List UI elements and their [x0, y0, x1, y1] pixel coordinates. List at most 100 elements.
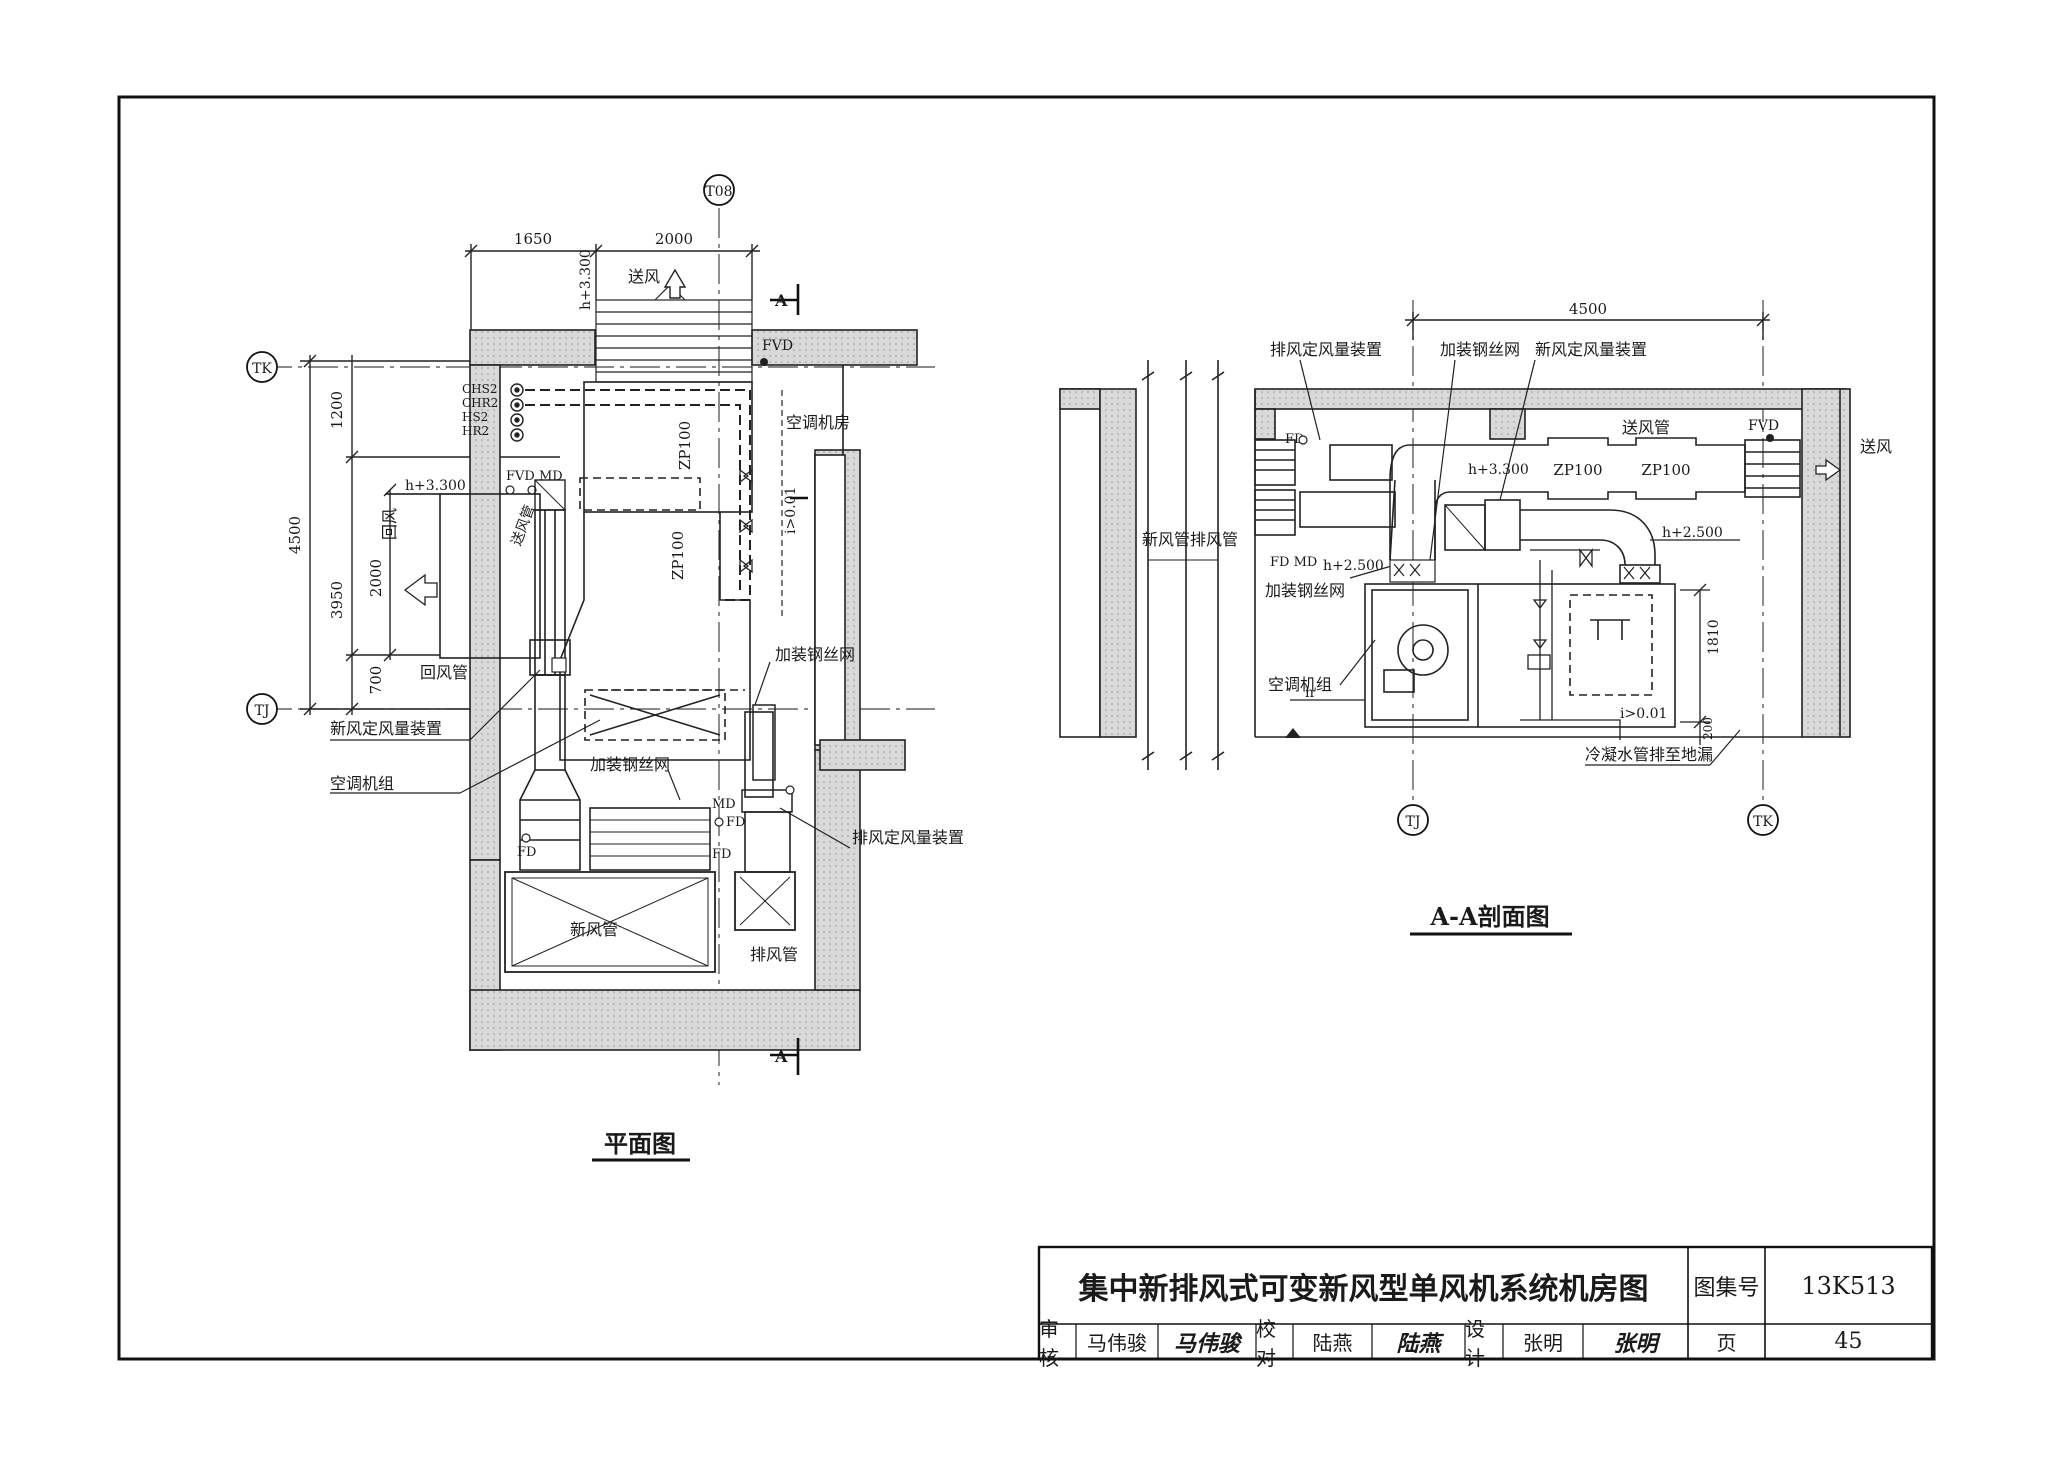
plan-fresh-duct-box: [504, 871, 716, 973]
section-view: TJ TK 4500 新风管排风管: [1059, 300, 1892, 936]
section-cut-a-bottom: [770, 1038, 800, 1075]
designer-signature: 张明: [1613, 1331, 1658, 1357]
plan-fresh-duct: 新风管: [570, 920, 618, 939]
section-fvd: FVD: [1748, 418, 1779, 434]
plan-return-air: 回风: [380, 508, 399, 540]
section-axis-tk: TK: [1747, 804, 1779, 836]
section-elev-250b: h+2.500: [1662, 525, 1723, 541]
label-hr2: HR2: [462, 424, 489, 438]
section-pipes: [1520, 548, 1621, 740]
section-mark-a-top: A: [774, 291, 788, 310]
plan-exhaust-duct: 排风管: [750, 945, 798, 964]
svg-text:TJ: TJ: [255, 703, 270, 719]
dim-2000-left: 2000: [367, 559, 385, 597]
section-dim-4500-text: 4500: [1569, 300, 1607, 318]
plan-zp100-b: ZP100: [669, 531, 687, 580]
section-title: A-A剖面图: [1429, 902, 1549, 931]
plan-ahu: 空调机组: [330, 774, 394, 793]
section-mark-a-bottom: A: [774, 1047, 788, 1066]
sheet-border: [117, 95, 1936, 1361]
section-duct-stubs: [1254, 439, 1521, 561]
dim-700: 700: [367, 666, 385, 695]
return-air-arrow: [403, 573, 438, 607]
section-steel-mesh-top: 加装钢丝网: [1440, 340, 1520, 359]
plan-fd-left: FD: [517, 845, 536, 860]
atlas-no: 13K513: [1801, 1271, 1896, 1300]
reviewer-name: 马伟骏: [1087, 1331, 1147, 1355]
section-right-branch: [1520, 509, 1740, 584]
plan-fresh-duct-riser: [519, 509, 581, 871]
plan-return-duct: 回风管: [420, 663, 468, 682]
pipe-risers: [510, 383, 524, 442]
section-cut-a-top: [770, 284, 800, 315]
section-zp100-b: ZP100: [1641, 461, 1690, 479]
dim-3950: 3950: [328, 581, 346, 619]
checker-name: 陆燕: [1312, 1331, 1353, 1355]
plan-fvd-top: FVD: [762, 338, 793, 354]
plan-steel-mesh-bottom: 加装钢丝网: [590, 755, 670, 774]
plan-fresh-cav: 新风定风量装置: [330, 719, 442, 738]
section-dim-1810-text: 1810: [1706, 619, 1722, 655]
section-fd: FD: [1285, 432, 1304, 447]
plan-walls: [469, 329, 918, 1051]
design-label: 设计: [1465, 1316, 1485, 1370]
section-dim-200-text: 200: [1701, 717, 1715, 740]
section-steel-mesh-left: 加装钢丝网: [1265, 581, 1345, 600]
plan-supply-duct-label: 送风管: [509, 503, 538, 548]
plan-fd-bottom: FD: [712, 847, 731, 862]
pipe-route-dashed: [525, 389, 751, 601]
axis-bubble-tj: TJ: [246, 693, 278, 725]
review-label: 审核: [1039, 1316, 1059, 1370]
section-fresh-exhaust-ducts: 新风管排风管: [1142, 530, 1238, 549]
plan-steel-mesh-right: 加装钢丝网: [775, 645, 855, 664]
designer-name: 张明: [1523, 1331, 1563, 1355]
label-hs2: HS2: [462, 410, 488, 424]
section-condensate: 冷凝水管排至地漏: [1585, 745, 1713, 764]
section-supply-duct: 送风管: [1622, 418, 1670, 437]
section-elev-330: h+3.300: [1468, 462, 1529, 478]
supply-air-arrow: [663, 268, 687, 299]
plan-ac-room: 空调机房: [786, 413, 850, 432]
section-slope: i>0.01: [1620, 706, 1667, 722]
section-ahu-label: 空调机组: [1268, 675, 1332, 694]
dim-2000-top: 2000: [655, 230, 693, 248]
dim-1200: 1200: [328, 391, 346, 429]
plan-view: T08 TK TJ 1650 2000: [246, 174, 964, 1162]
section-mesh-markers: [1389, 559, 1651, 583]
plan-left-dimensions: [300, 354, 560, 716]
plan-md: MD: [712, 797, 736, 812]
plan-valves: [739, 468, 753, 574]
plan-elev-top: h+3.300: [578, 249, 594, 310]
plan-slope: i>0.01: [783, 487, 799, 534]
check-label: 校对: [1256, 1316, 1276, 1370]
section-h: h: [1305, 685, 1314, 701]
section-dim-4500: [1405, 312, 1770, 340]
section-ahu: [1364, 583, 1676, 728]
plan-exhaust-duct-box: [734, 871, 796, 931]
plan-supply-duct: [559, 381, 753, 761]
section-exhaust-cav: 排风定风量装置: [1270, 340, 1382, 359]
section-axis-tj: TJ: [1397, 804, 1429, 836]
svg-text:TK: TK: [252, 361, 272, 377]
plan-supply-air-label: 送风: [628, 267, 660, 286]
label-chr2: CHR2: [462, 396, 498, 410]
section-elev-250a: h+2.500: [1323, 558, 1384, 574]
page-label: 页: [1716, 1331, 1737, 1355]
axis-bubble-tk: TK: [246, 351, 278, 383]
title-block-lines: [1037, 1245, 1934, 1361]
label-chs2: CHS2: [462, 382, 498, 396]
dim-4500-left: 4500: [286, 516, 304, 554]
svg-text:TK: TK: [1753, 814, 1773, 830]
section-slab: [1254, 388, 1851, 738]
plan-exhaust-cav: 排风定风量装置: [852, 828, 964, 847]
plan-title: 平面图: [604, 1129, 676, 1158]
plan-elev-left: h+3.300: [405, 478, 466, 494]
section-fresh-cav: 新风定风量装置: [1535, 340, 1647, 359]
section-supply-duct: [1389, 437, 1801, 560]
dim-1650: 1650: [514, 230, 552, 248]
atlas-no-label: 图集号: [1693, 1275, 1760, 1301]
page-number: 45: [1834, 1329, 1863, 1354]
svg-text:T08: T08: [705, 184, 732, 200]
